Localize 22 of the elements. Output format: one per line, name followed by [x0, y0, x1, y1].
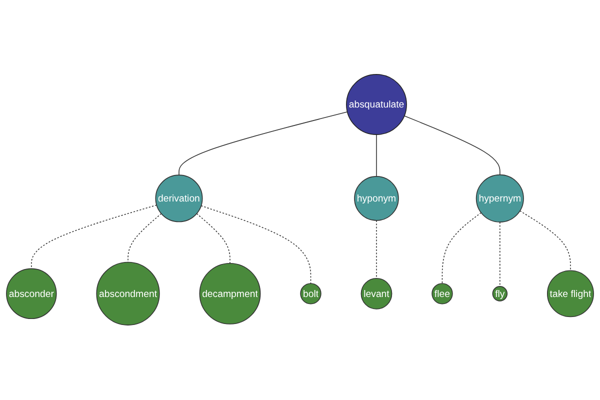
node-circle: bolt	[300, 283, 322, 305]
node-circle: absquatulate	[346, 74, 407, 136]
node-circle: hyponym	[354, 176, 399, 222]
node-circle: absconder	[6, 268, 57, 320]
connector	[442, 212, 482, 284]
connector	[520, 210, 571, 272]
node-circle: take flight	[546, 270, 594, 318]
node-circle: derivation	[155, 174, 203, 222]
connector	[376, 220, 377, 280]
connector	[404, 116, 500, 176]
connector	[200, 206, 312, 284]
node-circle: flee	[432, 283, 453, 305]
node-circle: decampment	[199, 263, 261, 325]
connector	[128, 213, 162, 263]
node-circle: levant	[360, 278, 392, 310]
node-circle: abscondment	[96, 262, 160, 326]
node-circle: fly	[492, 286, 508, 302]
connector	[196, 213, 230, 264]
connector	[178, 112, 348, 176]
node-circle: hypernym	[476, 174, 524, 223]
connector	[376, 134, 377, 178]
connector	[31, 204, 158, 270]
